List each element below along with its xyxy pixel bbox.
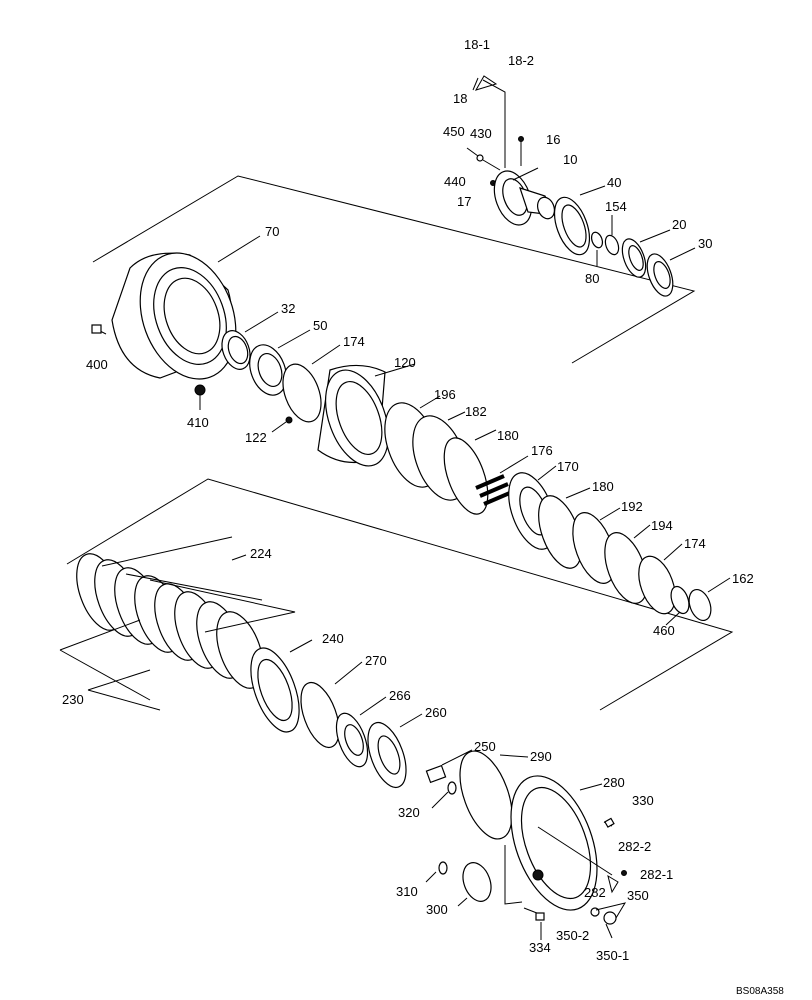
label-410: 410 bbox=[187, 415, 209, 430]
label-180-top: 180 bbox=[497, 428, 519, 443]
output-group bbox=[250, 647, 627, 925]
label-230: 230 bbox=[62, 692, 84, 707]
label-50: 50 bbox=[313, 318, 327, 333]
label-17: 17 bbox=[457, 194, 471, 209]
drawing-code: BS08A358 bbox=[736, 986, 784, 997]
label-10: 10 bbox=[563, 152, 577, 167]
label-310: 310 bbox=[396, 884, 418, 899]
clutch-pack bbox=[59, 536, 296, 711]
label-182: 182 bbox=[465, 404, 487, 419]
label-240: 240 bbox=[322, 631, 344, 646]
label-174-top: 174 bbox=[343, 334, 365, 349]
housing-group bbox=[91, 252, 712, 622]
label-320: 320 bbox=[398, 805, 420, 820]
label-16: 16 bbox=[546, 132, 560, 147]
label-176: 176 bbox=[531, 443, 553, 458]
label-290: 290 bbox=[530, 749, 552, 764]
label-18-1: 18-1 bbox=[464, 37, 490, 52]
label-330: 330 bbox=[632, 793, 654, 808]
label-350-2: 350-2 bbox=[556, 928, 589, 943]
label-70: 70 bbox=[265, 224, 279, 239]
label-196: 196 bbox=[434, 387, 456, 402]
label-18: 18 bbox=[453, 91, 467, 106]
label-192: 192 bbox=[621, 499, 643, 514]
label-260: 260 bbox=[425, 705, 447, 720]
leader-lines bbox=[217, 167, 731, 940]
label-162: 162 bbox=[732, 571, 754, 586]
label-174-bottom: 174 bbox=[684, 536, 706, 551]
label-180-bottom: 180 bbox=[592, 479, 614, 494]
label-120: 120 bbox=[394, 355, 416, 370]
label-154: 154 bbox=[605, 199, 627, 214]
label-350-1: 350-1 bbox=[596, 948, 629, 963]
label-400: 400 bbox=[86, 357, 108, 372]
input-flange-group bbox=[466, 75, 674, 297]
label-266: 266 bbox=[389, 688, 411, 703]
label-300: 300 bbox=[426, 902, 448, 917]
label-440: 440 bbox=[444, 174, 466, 189]
label-282-1: 282-1 bbox=[640, 867, 673, 882]
label-460: 460 bbox=[653, 623, 675, 638]
label-122: 122 bbox=[245, 430, 267, 445]
label-430: 430 bbox=[470, 126, 492, 141]
label-32: 32 bbox=[281, 301, 295, 316]
label-20: 20 bbox=[672, 217, 686, 232]
label-224: 224 bbox=[250, 546, 272, 561]
label-350: 350 bbox=[627, 888, 649, 903]
label-334: 334 bbox=[529, 940, 551, 955]
group-outlines bbox=[66, 175, 734, 711]
label-80: 80 bbox=[585, 271, 599, 286]
label-280: 280 bbox=[603, 775, 625, 790]
label-30: 30 bbox=[698, 236, 712, 251]
label-282-2: 282-2 bbox=[618, 839, 651, 854]
label-18-2: 18-2 bbox=[508, 53, 534, 68]
label-270: 270 bbox=[365, 653, 387, 668]
callout-labels: 18-1 18-2 18 16 450 430 10 440 17 40 154… bbox=[62, 37, 784, 997]
label-40: 40 bbox=[607, 175, 621, 190]
label-170: 170 bbox=[557, 459, 579, 474]
label-194: 194 bbox=[651, 518, 673, 533]
label-450: 450 bbox=[443, 124, 465, 139]
pins-176 bbox=[475, 474, 513, 506]
label-250: 250 bbox=[474, 739, 496, 754]
label-282: 282 bbox=[584, 885, 606, 900]
